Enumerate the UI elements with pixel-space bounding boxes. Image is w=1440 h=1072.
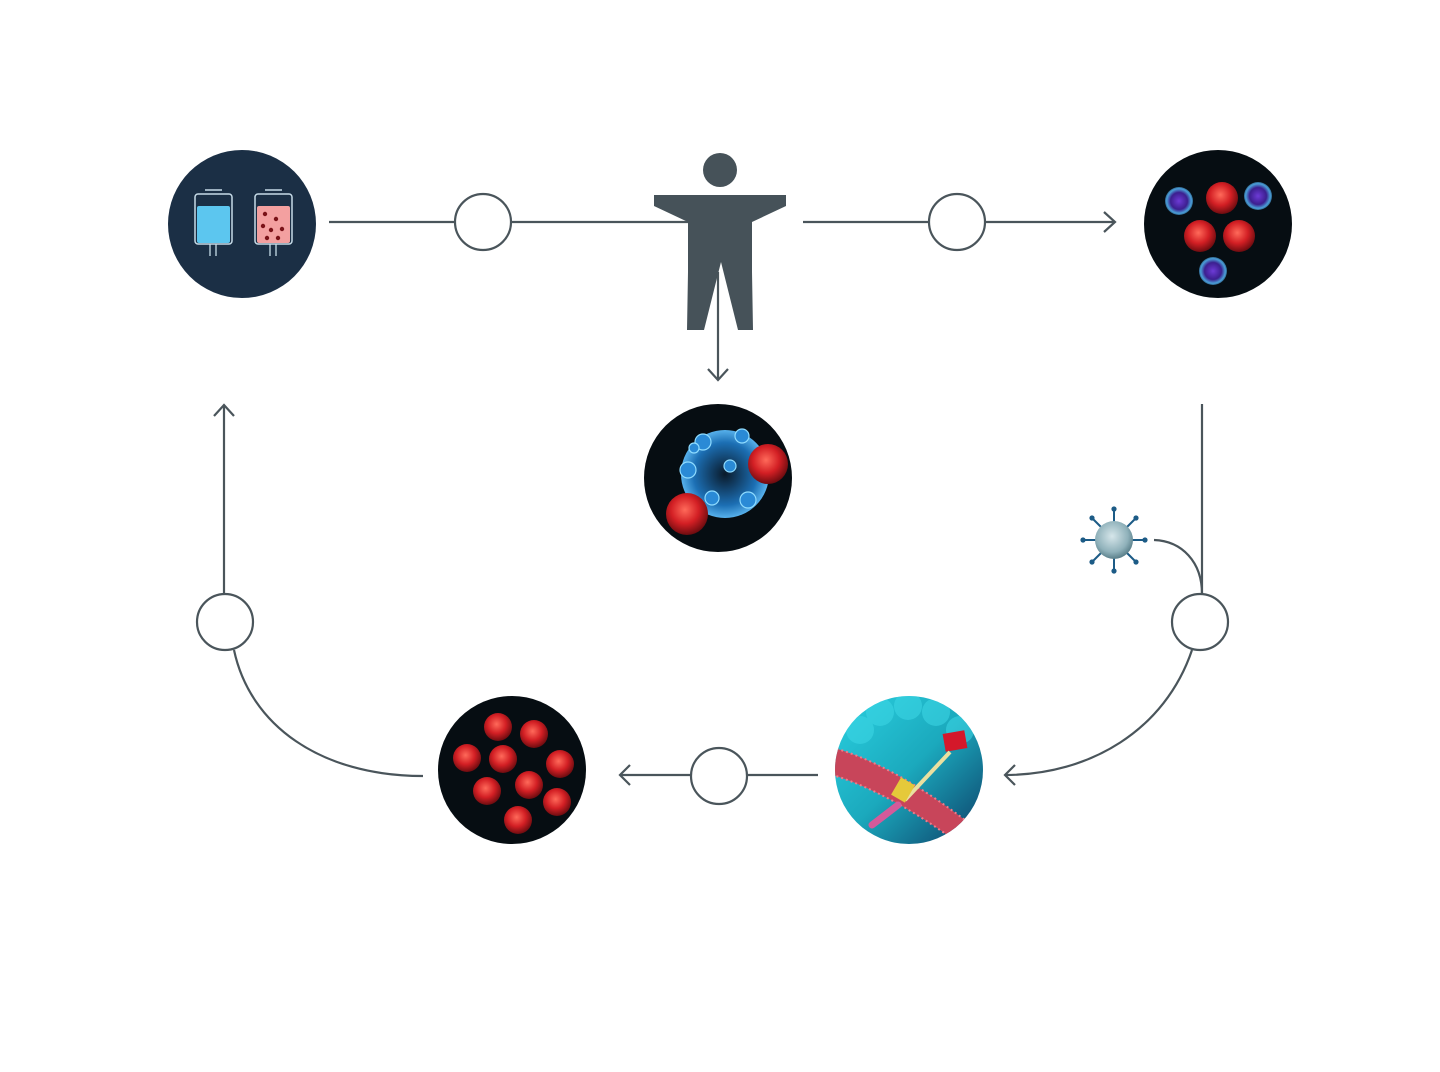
arrowhead-left-membrane <box>1003 764 1016 786</box>
car-receptor-membrane-icon <box>835 696 983 844</box>
step-marker[interactable] <box>689 746 749 806</box>
blood-cells-icon <box>1144 150 1292 298</box>
connector-virus-curve <box>1153 538 1204 595</box>
arrowhead-right <box>1103 211 1117 233</box>
step-marker[interactable] <box>1170 592 1230 652</box>
arrowhead-down <box>707 368 729 382</box>
connector-expanded-curve <box>232 649 424 778</box>
connector-to-membrane-curve <box>1004 649 1194 777</box>
step-marker[interactable] <box>927 192 987 252</box>
virus-icon <box>1080 506 1148 574</box>
connectors <box>213 211 1204 786</box>
step-marker[interactable] <box>453 192 513 252</box>
t-cell-attacking-cancer-icon <box>644 404 792 552</box>
expanded-cells-icon <box>438 696 586 844</box>
arrowhead-up <box>213 403 235 417</box>
step-marker[interactable] <box>195 592 255 652</box>
arrowhead-left-expanded <box>618 764 631 786</box>
iv-bags-icon <box>168 150 316 298</box>
step-markers <box>195 192 1230 806</box>
person-icon <box>654 153 786 330</box>
